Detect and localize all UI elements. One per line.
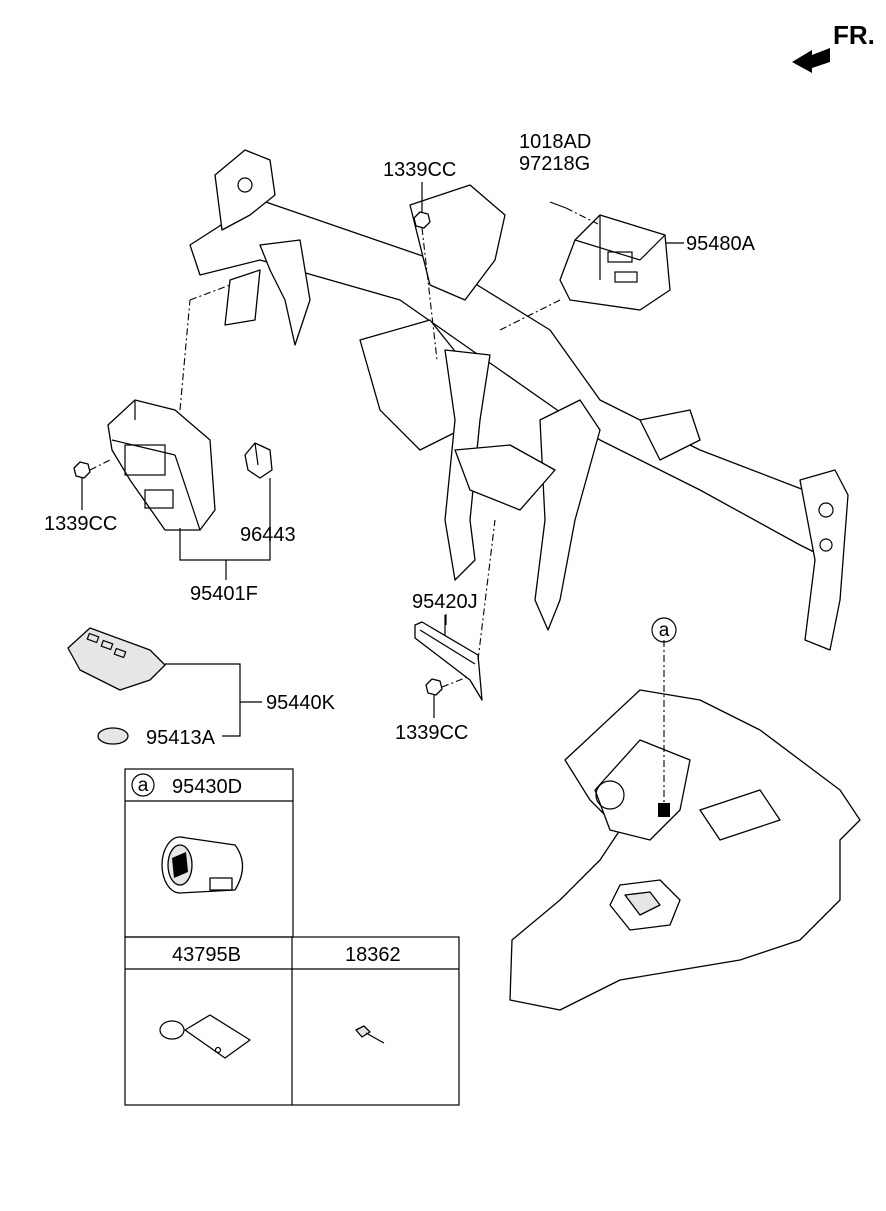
label-bolt-top-1: 1018AD <box>519 131 591 153</box>
module-right-icon <box>559 214 671 311</box>
smart-key-leader <box>165 663 241 737</box>
front-arrow-icon <box>792 48 830 73</box>
table-marker-label: a <box>138 775 149 796</box>
label-nut-left: 1339CC <box>44 513 117 535</box>
bolt-top-icon <box>549 201 599 225</box>
label-module-left: 95401F <box>190 583 258 605</box>
table-cell-bottom-left-label: 43795B <box>172 944 241 966</box>
table-marker-circle <box>131 773 155 797</box>
battery-icon <box>97 727 129 745</box>
module-right-leader <box>499 299 561 331</box>
bracket-icon <box>414 519 496 701</box>
label-bolt-top-2: 97218G <box>519 153 590 175</box>
table-cell-top-label: 95430D <box>172 776 242 798</box>
callout-a-label: a <box>659 620 670 641</box>
module-left-leader <box>179 478 271 561</box>
screw-icon <box>355 1025 385 1044</box>
nut-top-icon <box>413 211 438 361</box>
nut-left-icon <box>73 459 111 479</box>
label-module-right: 95480A <box>686 233 756 255</box>
cowl-cross-bar-icon <box>189 149 849 651</box>
table-cell-bottom-right-label: 18362 <box>345 944 401 966</box>
smart-key-icon <box>67 627 166 691</box>
label-module-left-sub: 96443 <box>240 524 296 546</box>
front-label: FR. <box>833 20 875 50</box>
label-nut-top: 1339CC <box>383 159 456 181</box>
vehicle-interior-icon <box>509 640 861 1011</box>
label-nut-bottom: 1339CC <box>395 722 468 744</box>
label-smart-key: 95440K <box>266 692 336 714</box>
key-tag-icon <box>159 1014 251 1059</box>
callout-a-marker: a <box>651 617 677 643</box>
nut-bottom-icon <box>425 675 471 696</box>
label-battery: 95413A <box>146 727 216 749</box>
front-direction-indicator: FR. <box>792 20 875 73</box>
module-left-sub-icon <box>244 442 273 479</box>
ignition-switch-icon <box>161 836 244 894</box>
label-bracket: 95420J <box>412 591 478 613</box>
module-left-icon <box>107 284 231 531</box>
detail-table: a 95430D 43795B 18362 <box>124 768 460 1106</box>
